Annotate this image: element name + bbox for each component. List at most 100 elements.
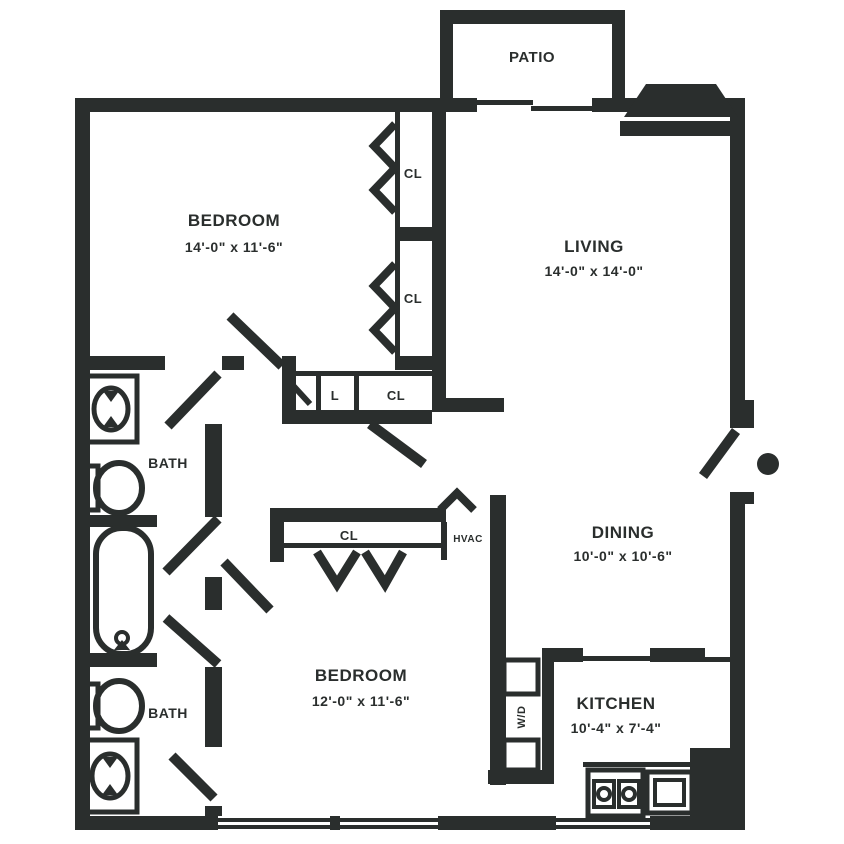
wall-segment — [490, 495, 506, 785]
bifold-door — [437, 487, 477, 513]
door-swing-group — [162, 312, 779, 802]
closet-divider — [354, 376, 359, 410]
wall-segment — [552, 648, 583, 662]
room-dims-dining: 10'-0" x 10'-6" — [573, 548, 672, 564]
stove-burner — [621, 786, 637, 802]
toilet-icon — [93, 460, 145, 516]
closet-divider — [316, 376, 321, 410]
tub-faucet — [114, 640, 130, 650]
bath-fixtures — [80, 373, 154, 815]
bifold-door — [361, 549, 407, 593]
wall-segment — [330, 816, 340, 830]
entry-door-knob — [757, 453, 779, 475]
fireplace-box — [624, 84, 738, 117]
stove-burner — [596, 786, 612, 802]
washer-dryer-label: W/D — [516, 706, 528, 729]
kitchen-sink-basin — [653, 778, 686, 807]
door-jamb — [730, 492, 754, 504]
entry-door-swing — [698, 428, 741, 479]
room-label-bath-2: BATH — [148, 705, 188, 721]
wall-segment — [270, 508, 284, 562]
wall-segment — [205, 806, 222, 816]
wall-segment — [75, 515, 157, 527]
wall-segment — [282, 356, 296, 424]
stove-burner-box — [617, 779, 641, 809]
sliding-door — [477, 100, 533, 105]
wall-segment — [270, 508, 446, 522]
room-label-kitchen: KITCHEN — [576, 694, 655, 713]
door-swing — [168, 752, 218, 802]
closet-divider — [441, 522, 447, 560]
room-labels: BEDROOM 14'-0" x 11'-6" LIVING 14'-0" x … — [148, 211, 672, 736]
room-label-bath-1: BATH — [148, 455, 188, 471]
room-dims-bedroom-2: 12'-0" x 11'-6" — [312, 693, 410, 709]
door-swing — [285, 377, 313, 407]
room-dims-kitchen: 10'-4" x 7'-4" — [571, 720, 662, 736]
window-group — [218, 818, 650, 829]
wall-segment — [205, 424, 222, 517]
window — [340, 825, 438, 829]
room-label-bedroom-1: BEDROOM — [188, 211, 280, 230]
dryer-icon — [501, 737, 541, 773]
bifold-door — [368, 121, 398, 171]
room-label-patio: PATIO — [509, 49, 555, 66]
door-jamb — [730, 400, 754, 428]
bifold-door — [368, 305, 398, 355]
wall-segment — [395, 227, 432, 241]
wall-segment — [282, 410, 432, 424]
bifold-door — [368, 261, 398, 311]
wall-segment — [75, 653, 157, 667]
door-swing — [164, 370, 222, 430]
closet-strip: CL CL — [368, 112, 446, 412]
wall-segment — [612, 10, 625, 112]
window — [340, 818, 438, 822]
wall-segment — [222, 356, 244, 370]
wall-segment — [730, 98, 745, 428]
wall-group-middle: L CL — [75, 356, 504, 816]
closet-label: CL — [340, 528, 358, 543]
wall-segment — [438, 816, 556, 830]
wall-segment — [75, 98, 477, 112]
closet-label: CL — [404, 291, 422, 306]
wall-group-perimeter — [75, 98, 754, 830]
fireplace-icon — [620, 84, 738, 136]
bifold-door — [313, 549, 361, 593]
sink-icon — [89, 751, 131, 801]
window — [556, 825, 650, 829]
stove-burner-box — [592, 779, 616, 809]
faucet-arrow — [103, 416, 119, 427]
hvac-label: HVAC — [453, 534, 483, 545]
sliding-door — [531, 106, 592, 111]
bedroom2-closet: CL HVAC — [270, 487, 506, 785]
vanity — [83, 373, 140, 445]
faucet-arrow — [102, 757, 118, 768]
wall-segment — [440, 10, 625, 24]
window — [556, 818, 650, 822]
wall-segment — [205, 577, 222, 610]
window — [218, 825, 330, 829]
door-swing — [226, 312, 286, 370]
wall-segment — [432, 112, 446, 412]
closet-front-line — [284, 543, 444, 548]
wall-segment — [90, 356, 165, 370]
wall-segment — [542, 648, 554, 778]
door-swing — [220, 558, 274, 614]
toilet-icon — [93, 678, 145, 734]
door-swing — [162, 614, 222, 668]
door-swing — [367, 419, 427, 469]
washer-icon — [501, 657, 541, 697]
faucet-arrow — [103, 391, 119, 402]
closet-front-line — [296, 371, 432, 376]
room-label-bedroom-2: BEDROOM — [315, 666, 407, 685]
room-label-living: LIVING — [564, 237, 624, 256]
wall-segment — [488, 770, 554, 784]
kitchen-counter — [583, 762, 690, 767]
window — [218, 818, 330, 822]
patio: PATIO — [440, 10, 625, 112]
wall-segment — [75, 816, 218, 830]
fireplace-hearth — [620, 121, 738, 136]
sink-icon — [91, 385, 131, 433]
door-swing — [162, 515, 222, 576]
kitchen-area: W/D — [488, 648, 731, 819]
room-dims-living: 14'-0" x 14'-0" — [544, 263, 643, 279]
